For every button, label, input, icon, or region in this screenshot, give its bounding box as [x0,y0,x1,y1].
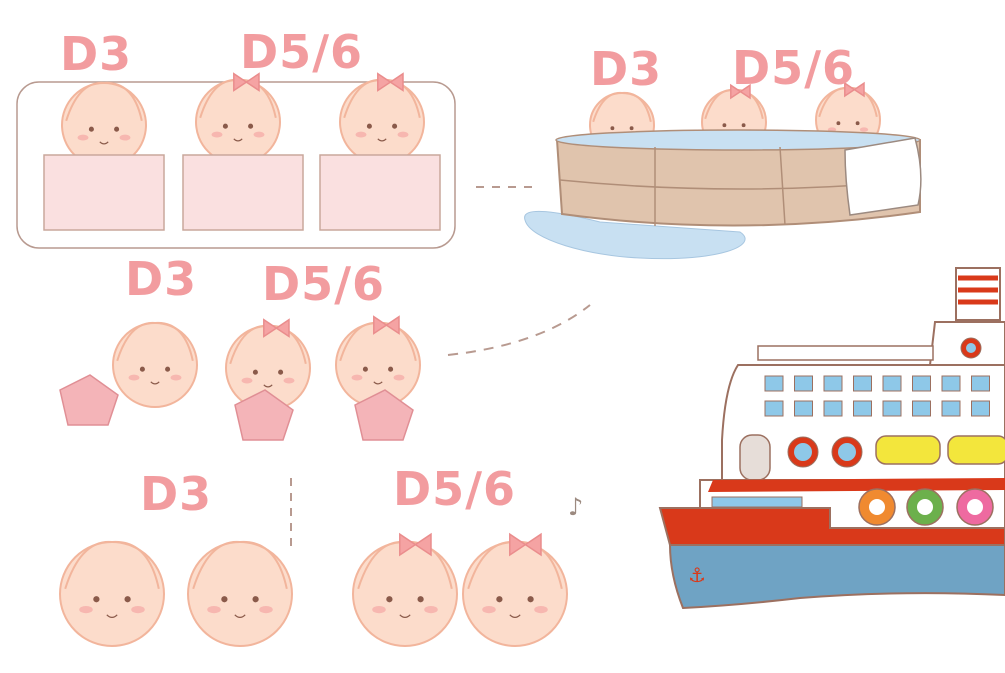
window [882,400,902,417]
window [764,400,784,417]
dressing-scene: D3 D5/6 [59,252,421,441]
blanket [319,154,441,231]
label-d5-6: D5/6 [393,462,516,516]
blanket [43,154,165,231]
baby-face [59,540,165,647]
bow-icon [373,315,400,335]
water-puddle [524,210,746,260]
hull [668,544,1005,610]
bow-icon [730,83,751,100]
tub-water [555,129,921,151]
window [882,375,902,392]
window [941,400,961,417]
label-d3: D3 [590,42,662,96]
bow-icon [399,532,432,557]
sleeping-scene: D3 D5/6 [16,25,456,249]
baby-face [187,540,293,647]
baby-face [112,321,198,408]
blanket [182,154,304,231]
window [853,400,872,417]
label-d3: D3 [60,27,132,81]
window [823,400,843,417]
clothing [59,374,119,426]
label-d5-6: D5/6 [262,257,385,311]
bow-icon [509,532,542,557]
baby-face [335,315,421,408]
baby-face [61,81,147,168]
window [823,375,843,392]
window [971,375,990,392]
clothing [354,389,414,441]
faces-scene: D3 D5/6 ♪ [59,462,583,647]
window [794,375,813,392]
bathing-scene: D3 D5/6 [524,41,922,260]
window [853,375,872,392]
lifeboat [875,435,941,465]
door [739,434,771,481]
towel [844,137,922,216]
window [794,400,813,417]
baby-face [195,72,281,165]
label-d5-6: D5/6 [240,25,363,79]
label-d3: D3 [140,467,212,521]
baby-face [352,532,458,647]
window [971,400,990,417]
label-d3: D3 [125,252,197,306]
lifeboat [947,435,1005,465]
window [941,375,961,392]
ship: ⚓ [658,267,1005,610]
window [764,375,784,392]
bow-icon [377,72,404,92]
connector-line [447,304,591,356]
window [912,400,931,417]
baby-face [339,72,425,165]
baby-face [462,532,568,647]
music-note-icon: ♪ [568,493,583,521]
anchor-icon: ⚓ [688,563,706,587]
bow-icon [233,72,260,92]
bow-icon [263,318,290,338]
window [912,375,931,392]
clothing [234,389,294,441]
label-d5-6: D5/6 [732,41,855,95]
bow-icon [844,81,865,98]
